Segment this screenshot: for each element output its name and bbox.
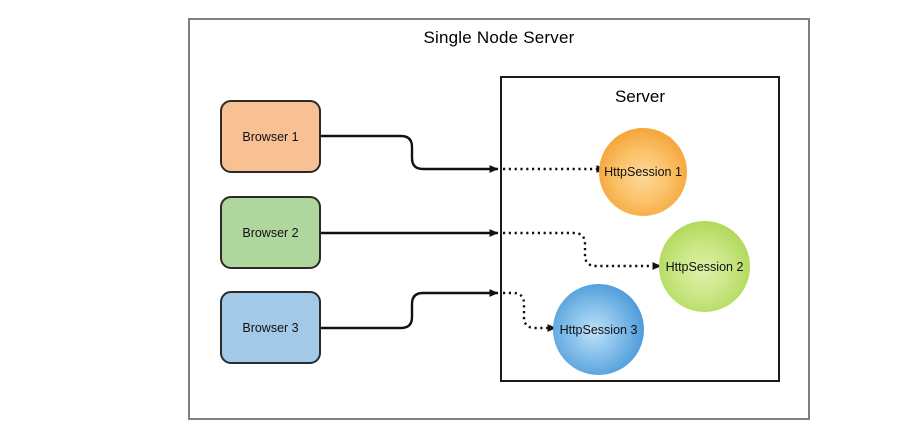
server-title: Server: [614, 87, 666, 106]
httpsession-1-label: HttpSession 1: [604, 165, 682, 179]
browser-2-label: Browser 2: [242, 225, 299, 240]
httpsession-2-label: HttpSession 2: [665, 259, 744, 274]
browser-3-label: Browser 3: [242, 320, 299, 335]
browser-1-node[interactable]: Browser 1: [220, 100, 321, 173]
browser-2-node[interactable]: Browser 2: [220, 196, 321, 269]
diagram-title: Single Node Server: [423, 28, 575, 47]
browser-1-label: Browser 1: [242, 129, 299, 144]
httpsession-3-label: HttpSession 3: [559, 322, 638, 337]
httpsession-2-node[interactable]: HttpSession 2: [659, 221, 750, 312]
httpsession-1-node[interactable]: HttpSession 1: [599, 128, 687, 216]
httpsession-3-node[interactable]: HttpSession 3: [553, 284, 644, 375]
browser-3-node[interactable]: Browser 3: [220, 291, 321, 364]
